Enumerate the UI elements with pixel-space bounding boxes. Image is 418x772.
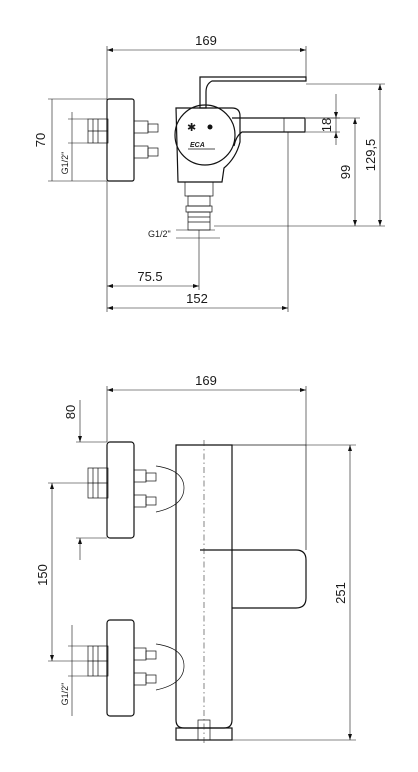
top-inlet-fitting xyxy=(87,118,109,144)
indicator-dot-icon xyxy=(207,124,213,130)
front-lever-handle xyxy=(200,549,307,609)
top-dim-70: 70 xyxy=(33,133,48,147)
top-dim-169: 169 xyxy=(195,33,217,48)
top-connection-nuts xyxy=(133,120,159,159)
eca-logo: ECA xyxy=(190,142,205,149)
front-dim-251: 251 xyxy=(333,582,348,604)
front-rosette-lower xyxy=(106,619,135,717)
front-dim-80: 80 xyxy=(63,405,78,419)
top-lever xyxy=(199,76,307,109)
top-spout xyxy=(232,117,306,147)
top-dim-99: 99 xyxy=(338,165,353,179)
top-dim-129-5: 129,5 xyxy=(363,139,378,172)
top-rosette xyxy=(106,98,135,182)
front-thread: G1/2" xyxy=(60,683,70,706)
top-dim-75-5: 75.5 xyxy=(137,269,162,284)
top-dim-152: 152 xyxy=(186,291,208,306)
top-control-knob xyxy=(174,104,236,166)
top-thread-bottom: G1/2" xyxy=(148,229,171,239)
top-bottom-outlet xyxy=(184,181,214,231)
hot-cold-indicator-icon: ✱ xyxy=(187,122,196,134)
top-dim-18: 18 xyxy=(319,118,334,132)
top-mixer-body xyxy=(175,107,241,183)
top-thread-side: G1/2" xyxy=(60,152,70,175)
front-view: 169 80 150 G1/2" 251 xyxy=(35,373,356,745)
top-view: ✱ ECA 169 70 xyxy=(33,33,385,312)
front-rosette-upper xyxy=(106,441,135,539)
front-upper-inlet xyxy=(87,465,185,513)
front-dim-169: 169 xyxy=(195,373,217,388)
front-dim-150: 150 xyxy=(35,564,50,586)
front-lower-inlet xyxy=(87,643,185,691)
